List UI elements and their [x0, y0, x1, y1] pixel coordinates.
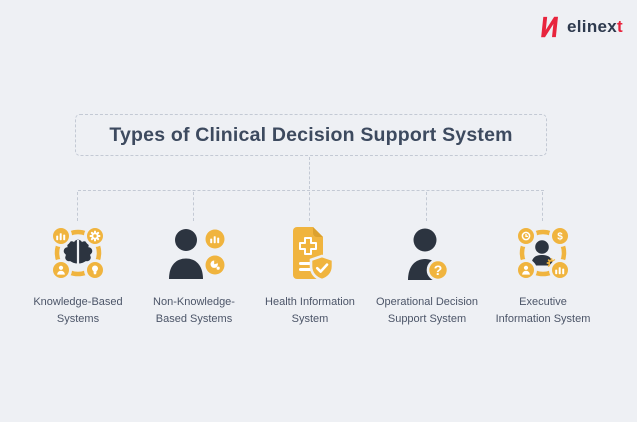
- bar-chart-icon: [56, 233, 66, 241]
- brain-network-icon: [46, 221, 110, 287]
- bar-chart-icon: [555, 267, 565, 275]
- label-line-1: Executive: [519, 296, 567, 308]
- medical-cross-icon: [299, 237, 317, 255]
- question-mark-badge: ?: [426, 258, 450, 282]
- person-badge: [50, 259, 72, 281]
- connector-drop-3: [309, 192, 310, 221]
- item-label: Knowledge-Based Systems: [33, 294, 122, 327]
- shield-check-icon: [309, 254, 335, 282]
- person-icon: [57, 265, 65, 275]
- medical-document-shield-icon-svg: [293, 227, 335, 282]
- bar-chart-badge: [50, 225, 72, 247]
- person-analytics-icon-svg: [169, 229, 225, 279]
- executive-person-network-icon-svg: $: [515, 225, 571, 281]
- gear-badge: [84, 225, 106, 247]
- dollar-icon: $: [557, 232, 563, 243]
- item-label: Executive Information System: [496, 294, 591, 327]
- question-mark-icon: ?: [434, 262, 443, 278]
- label-line-1: Operational Decision: [375, 296, 479, 308]
- label-line-1: Knowledge-Based: [33, 296, 123, 308]
- item-operational-decision-support-system: ? Operational Decision Support System: [362, 221, 492, 327]
- item-non-knowledge-based-systems: Non-Knowledge- Based Systems: [129, 221, 259, 327]
- lightbulb-badge: [84, 259, 106, 281]
- gear-icon: [89, 230, 101, 242]
- clock-badge: [515, 225, 537, 247]
- lightbulb-icon: [92, 265, 98, 275]
- pie-chart-icon: [210, 260, 220, 270]
- connector-horizontal: [78, 190, 544, 191]
- bar-chart-icon: [210, 236, 220, 244]
- person-question-icon: ?: [401, 221, 453, 287]
- elinext-logo-mark: [541, 16, 559, 38]
- dollar-badge: $: [549, 225, 571, 247]
- ring: [519, 229, 567, 277]
- connector-drop-1: [77, 192, 78, 221]
- pie-chart-badge: [205, 255, 225, 275]
- label-line-2: Systems: [56, 312, 100, 325]
- label-line-2: Support System: [387, 312, 467, 325]
- connector-drop-2: [193, 192, 194, 221]
- title-box: Types of Clinical Decision Support Syste…: [75, 114, 547, 156]
- person-question-icon-svg: ?: [408, 228, 450, 282]
- elinext-logo-text: elinext: [567, 17, 623, 37]
- label-line-2: Information System: [495, 312, 591, 325]
- label-line-1: Health Information: [265, 296, 355, 308]
- person-silhouette-icon: [169, 229, 203, 279]
- brain-split: [76, 240, 80, 266]
- elinext-logo: elinext: [538, 15, 623, 39]
- item-label: Operational Decision Support System: [376, 294, 478, 327]
- person-analytics-icon: [162, 221, 226, 287]
- connector-drop-4: [426, 192, 427, 221]
- executive-person-network-icon: $: [511, 221, 575, 287]
- logo-text-main: elinex: [567, 17, 618, 36]
- bar-chart-badge: [549, 259, 571, 281]
- brain-network-icon-svg: [50, 225, 106, 281]
- person-gear-icon: [531, 240, 557, 268]
- label-line-2: Based Systems: [155, 312, 233, 325]
- medical-document-shield-icon: [284, 221, 336, 287]
- item-health-information-system: Health Information System: [245, 221, 375, 327]
- ring: [54, 229, 102, 277]
- item-executive-information-system: $: [478, 221, 608, 327]
- item-label: Health Information System: [265, 294, 355, 327]
- connector-drop-5: [542, 192, 543, 221]
- bar-chart-badge: [205, 229, 225, 249]
- clock-icon: [521, 231, 531, 241]
- label-line-2: System: [291, 312, 329, 325]
- logo-text-accent: t: [617, 17, 623, 36]
- person-badge: [515, 259, 537, 281]
- check-icon: [315, 263, 329, 273]
- label-line-1: Non-Knowledge-: [153, 296, 235, 308]
- connector-title-stem: [309, 157, 310, 189]
- page-title: Types of Clinical Decision Support Syste…: [109, 123, 513, 146]
- item-label: Non-Knowledge- Based Systems: [153, 294, 235, 327]
- item-knowledge-based-systems: Knowledge-Based Systems: [13, 221, 143, 327]
- person-icon: [522, 265, 530, 275]
